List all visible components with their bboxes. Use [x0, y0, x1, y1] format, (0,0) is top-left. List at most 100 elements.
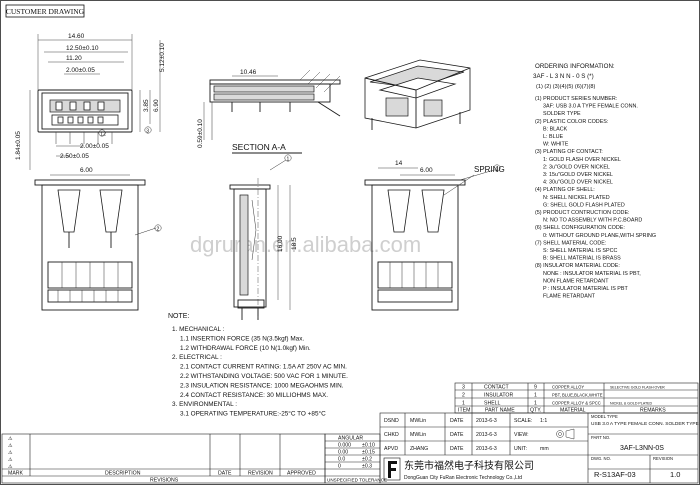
ordering-line: G: SHELL GOLD FLASH PLATED [543, 202, 625, 208]
dim-12-50: 12.50±0.10 [66, 45, 99, 52]
drawing-title: CUSTOMER DRAWING [6, 7, 85, 16]
side-view-hatch [299, 69, 341, 93]
revision-mark-icon: ⚠ [8, 436, 13, 442]
tb-unit-label: UNIT: [514, 446, 527, 452]
ordering-line: NONE : INSULATOR MATERIAL IS PBT, [543, 271, 641, 277]
rev-footer: REVISIONS [150, 478, 179, 484]
dim-1-84: 1.84±0.05 [15, 131, 22, 160]
bom-remarks: NICKEL & GOLD PLATED [610, 402, 653, 406]
tolerance-angular: ANGULAR [338, 436, 363, 442]
tolerance-precision: 0.000 [338, 443, 351, 449]
ordering-line: (8) INSULATOR MATERIAL CODE: [535, 263, 620, 269]
tb-dsnd-date: 2013-6-3 [476, 418, 497, 424]
dim-0-59: 0.59±0.10 [197, 119, 204, 148]
note-line: 2.1 CONTACT CURRENT RATING: 1.5A AT 250V… [180, 364, 347, 371]
tb-date-label-3: DATE [450, 446, 464, 452]
ordering-line: L: BLUE [543, 134, 563, 140]
revision-mark-icon: ⚠ [8, 450, 13, 456]
ordering-line: (5) PRODUCT CONTRUCTION CODE: [535, 210, 630, 216]
ordering-line: W: WHITE [543, 142, 569, 148]
tb-model-label: MODEL TYPE [591, 414, 618, 419]
ordering-title: ORDERING INFORMATION: [535, 63, 615, 70]
bom-material: COPPER ALLOY & SPCC [552, 401, 601, 406]
bom-item: 2 [462, 393, 465, 399]
tolerance-value: ±0.3 [362, 464, 372, 470]
tb-chkd-name: MWLin [410, 432, 426, 438]
bom-part-name: INSULATOR [484, 393, 513, 399]
bom-qty: 9 [534, 385, 537, 391]
ordering-line: N: NO TO ASSEMBLY WITH P.C.BOARD [543, 218, 642, 224]
ordering-line: SOLDER TYPE [543, 111, 581, 117]
dim-2-00-bottom: 2.00±0.05 [80, 143, 109, 150]
ordering-line: (3) PLATING OF CONTACT: [535, 149, 603, 155]
bom-header-item: ITEM [458, 408, 470, 414]
tolerance-precision: 0.00 [338, 450, 348, 456]
ordering-line: (1) PRODUCT SERIES NUMBER: [535, 96, 617, 102]
ordering-line: FLAME RETARDANT [543, 294, 596, 300]
tolerance-precision: 0 [338, 464, 341, 470]
note-line: 1.1 INSERTION FORCE (35 N(3.5kgf) Max. [180, 335, 304, 342]
ordering-line: 0: WITHOUT GROUND PLANE,WITH SPRING [543, 233, 656, 239]
svg-text:12: 12 [100, 131, 106, 137]
side-view: 10.46 0.59±0.10 [197, 69, 341, 148]
bom-item: 1 [462, 401, 465, 407]
note-line: 1. MECHANICAL : [172, 326, 225, 333]
tb-rev-value: 1.0 [670, 470, 680, 479]
bom-material: COPPER ALLOY [552, 385, 584, 390]
tb-part-value: 3AF-L3NN-0S [620, 445, 664, 452]
drawing-header: CUSTOMER DRAWING [5, 4, 85, 18]
bom-part-name: CONTACT [484, 385, 510, 391]
notes-lines: 1. MECHANICAL : 1.1 INSERTION FORCE (35 N… [172, 326, 348, 418]
top-view: 14.60 12.50±0.10 11.20 2.00±0.05 2. [15, 33, 166, 170]
ordering-line: (7) SHELL MATERIAL CODE: [535, 240, 606, 246]
ordering-code: 3AF - L 3 N N - 0 S (*) [533, 73, 594, 80]
ordering-line: 4: 30u"GOLD OVER NICKEL [543, 180, 613, 186]
watermark: dgruran.en.alibaba.com [190, 232, 421, 257]
ordering-line: B: SHELL MATERIAL IS BRASS [543, 256, 621, 262]
company-logo-icon [383, 457, 401, 481]
ordering-line: 1: GOLD FLASH OVER NICKEL [543, 157, 621, 163]
rev-col-date: DATE [218, 471, 232, 477]
bottom-view-callout: 2 [157, 226, 160, 232]
company-name-cn: 东莞市福然电子科技有限公司 [404, 459, 534, 472]
tb-rev-label: REVISION [653, 456, 673, 461]
notes: NOTE: 1. MECHANICAL : 1.1 INSERTION FORCE… [168, 313, 348, 418]
ordering-line: 3: 15u"GOLD OVER NICKEL [543, 172, 613, 178]
tolerance-header: UNSPECIFIED TOLERANCE [327, 478, 387, 483]
note-line: 1.2 WITHDRAWAL FORCE (10 N(1.0kgf) Min. [180, 345, 311, 352]
dim-6-00-left: 6.00 [80, 167, 93, 174]
note-line: 2.4 CONTACT RESISTANCE: 30 MILLIOHMS MAX… [180, 392, 328, 399]
section-label: SECTION A-A [232, 142, 286, 152]
revision-mark-icon: ⚠ [8, 443, 13, 449]
ordering-line: B: BLACK [543, 126, 568, 132]
tolerance-value: ±0.10 [362, 443, 375, 449]
tolerance-value: ±0.2 [362, 457, 372, 463]
tb-dwg-value: R-S13AF-03 [594, 470, 636, 479]
notes-title: NOTE: [168, 313, 189, 320]
revision-mark-icon: ⚠ [8, 464, 13, 470]
tolerance-precision: 0.0 [338, 457, 345, 463]
ordering-line: P : INSULATOR MATERIAL IS PBT [543, 286, 628, 292]
company-name-en: DongGuan City FuRan Electronic Technolog… [404, 475, 522, 481]
dim-14-60: 14.60 [68, 33, 85, 40]
ordering-positions: (1) (2) (3)(4)(5) (6)(7)(8) [536, 84, 595, 90]
tb-dwg-label: DWG. NO. [591, 456, 611, 461]
tb-apvd-name: ZHANG [410, 446, 428, 452]
bom-header-remarks: REMARKS [640, 408, 666, 414]
bom-qty: 1 [534, 401, 537, 407]
bom-header-material: MATERIAL [560, 408, 586, 414]
bottom-view: 6.00 2 [34, 167, 162, 311]
ordering-line: S: SHELL MATERIAL IS SPCC [543, 248, 617, 254]
ordering-line: (4) PLATING OF SHELL: [535, 187, 595, 193]
rev-col-mark: MARK [8, 471, 24, 477]
tb-chkd: CHKD [384, 432, 399, 438]
tolerance-value: ±0.15 [362, 450, 375, 456]
tb-date-label-2: DATE [450, 432, 464, 438]
title-block: DSND CHKD APVD MWLin MWLin ZHANG DATE DA… [379, 412, 699, 484]
tb-unit-value: mm [540, 446, 549, 452]
dim-6-00-right: 6.00 [420, 167, 433, 174]
tb-scale-label: SCALE: [514, 418, 532, 424]
note-line: 2.3 INSULATION RESISTANCE: 1000 MEGAOHMS… [180, 382, 344, 389]
